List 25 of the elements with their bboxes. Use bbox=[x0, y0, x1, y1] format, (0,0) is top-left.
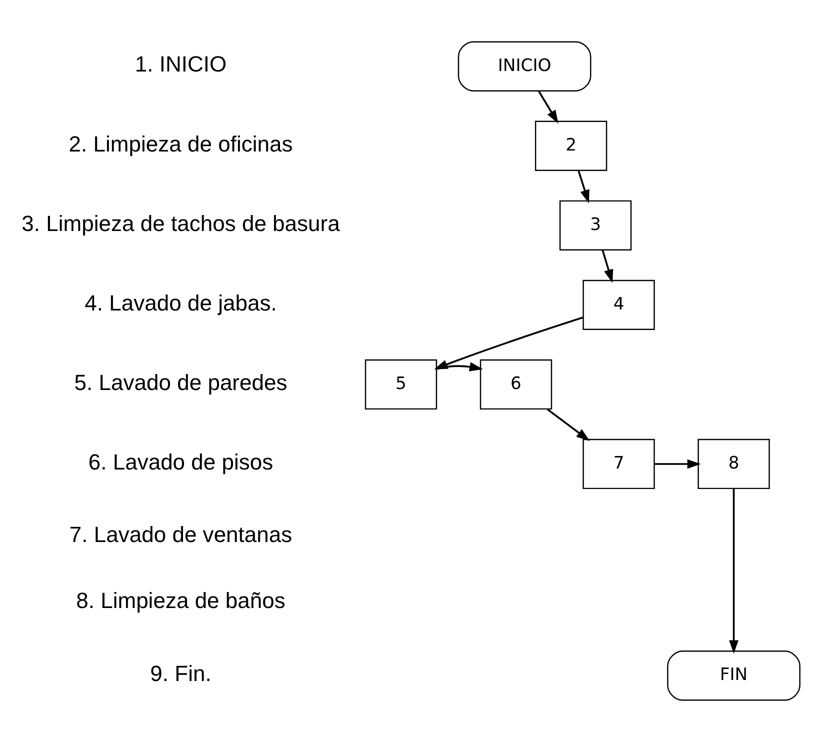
label: 6. Lavado de pisos bbox=[88, 449, 274, 474]
arrow bbox=[729, 488, 738, 654]
label: 4. Lavado de jabas. bbox=[84, 290, 277, 316]
node-box: 2 bbox=[534, 120, 608, 171]
node-box: 4 bbox=[582, 280, 655, 330]
node-box: INICIO bbox=[458, 41, 592, 92]
node-box: 6 bbox=[480, 359, 552, 410]
label: 1. INICIO bbox=[134, 52, 227, 77]
arrow bbox=[538, 90, 558, 124]
label: 3. Limpieza de tachos de basura bbox=[22, 210, 340, 236]
arrow bbox=[578, 170, 590, 204]
node-box: 8 bbox=[698, 438, 770, 490]
arrow bbox=[654, 459, 701, 469]
arrow bbox=[546, 408, 590, 442]
node-box: 3 bbox=[559, 200, 632, 250]
node-box: 7 bbox=[582, 438, 655, 490]
node-box: 5 bbox=[364, 359, 438, 410]
label: 8. Limpieza de baños bbox=[76, 588, 286, 614]
label: 9. Fin. bbox=[150, 661, 212, 686]
arrow bbox=[436, 362, 483, 372]
arrow bbox=[602, 250, 614, 283]
node-box: FIN bbox=[667, 650, 800, 701]
label: 7. Lavado de ventanas bbox=[69, 522, 292, 548]
label: 5. Lavado de paredes bbox=[74, 370, 288, 395]
label: 2. Limpieza de oficinas bbox=[68, 131, 293, 156]
